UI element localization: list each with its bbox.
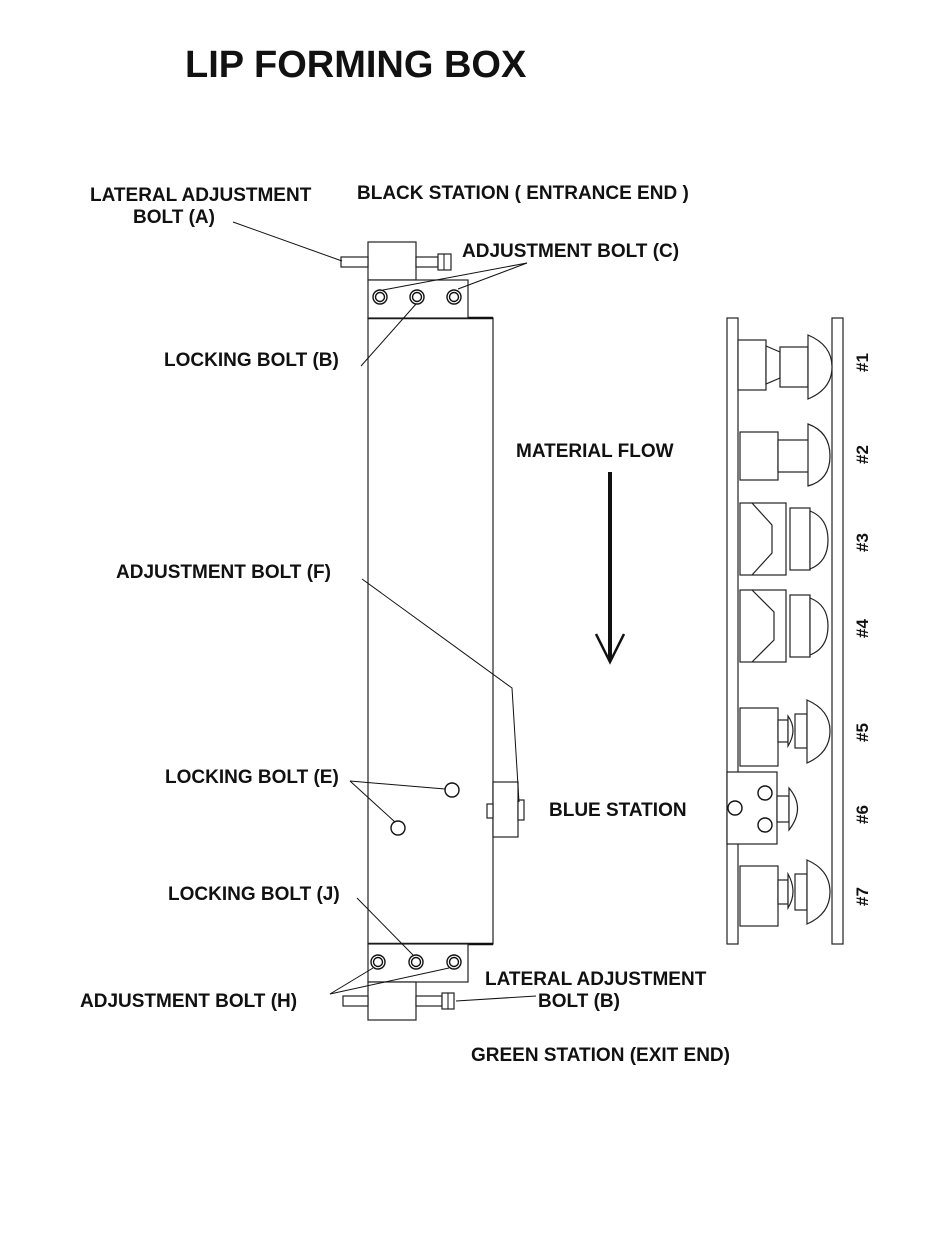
- station-rollers: #1 #2 #3 #4 #5 #6 #7: [727, 318, 872, 944]
- station-3-roller: [740, 503, 828, 575]
- label-lateral-adjustment-a-line1: LATERAL ADJUSTMENT: [90, 185, 312, 206]
- green-station-block: [343, 944, 468, 1020]
- adjustment-bolt-h-stub: [343, 996, 368, 1006]
- label-locking-bolt-j: LOCKING BOLT (J): [168, 884, 340, 905]
- station-number-7: #7: [853, 887, 872, 906]
- station-7-roller: [740, 860, 830, 926]
- leader-adjustment-bolt-h-1: [330, 968, 373, 994]
- station-6-blue-station-block: [727, 772, 798, 844]
- black-station-block: [341, 242, 468, 318]
- lateral-adjustment-bolt-b: [416, 993, 454, 1009]
- label-blue-station: BLUE STATION: [549, 800, 687, 821]
- label-black-station: BLACK STATION ( ENTRANCE END ): [357, 183, 689, 204]
- station-number-4: #4: [853, 619, 872, 638]
- label-lateral-adjustment-b-line1: LATERAL ADJUSTMENT: [485, 969, 707, 990]
- label-adjustment-bolt-h: ADJUSTMENT BOLT (H): [80, 991, 297, 1012]
- label-locking-bolt-b: LOCKING BOLT (B): [164, 350, 339, 371]
- station-number-1: #1: [853, 353, 872, 372]
- label-locking-bolt-e: LOCKING BOLT (E): [165, 767, 339, 788]
- lateral-adjustment-bolt-a: [341, 257, 368, 267]
- station-number-2: #2: [853, 445, 872, 464]
- label-adjustment-bolt-c: ADJUSTMENT BOLT (C): [462, 241, 679, 262]
- station-number-5: #5: [853, 723, 872, 742]
- label-lateral-adjustment-b-line2: BOLT (B): [538, 991, 620, 1012]
- label-green-station: GREEN STATION (EXIT END): [471, 1045, 730, 1066]
- label-lateral-adjustment-a-line2: BOLT (A): [133, 207, 215, 228]
- forming-box-body: [368, 318, 493, 944]
- adjustment-bolt-c-stub: [416, 254, 451, 270]
- leader-lateral-bolt-b: [456, 996, 536, 1001]
- label-material-flow: MATERIAL FLOW: [516, 441, 674, 462]
- leader-adjustment-bolt-c-2: [458, 263, 527, 289]
- station-edge-rail: [832, 318, 843, 944]
- adjustment-bolt-f: [518, 800, 524, 820]
- station-4-roller: [740, 590, 828, 662]
- station-number-6: #6: [853, 805, 872, 824]
- station-plate-rail: [727, 318, 738, 944]
- label-adjustment-bolt-f: ADJUSTMENT BOLT (F): [116, 562, 331, 583]
- leader-lateral-bolt-a: [233, 222, 342, 261]
- station-number-3: #3: [853, 533, 872, 552]
- station-5-roller: [740, 700, 830, 766]
- station-2-roller: [740, 424, 830, 486]
- material-flow-arrow: [596, 472, 624, 662]
- locking-bolt-e-1: [445, 783, 459, 797]
- station-1-roller: [738, 335, 832, 399]
- locking-bolt-e-2: [391, 821, 405, 835]
- page-title: LIP FORMING BOX: [185, 44, 527, 86]
